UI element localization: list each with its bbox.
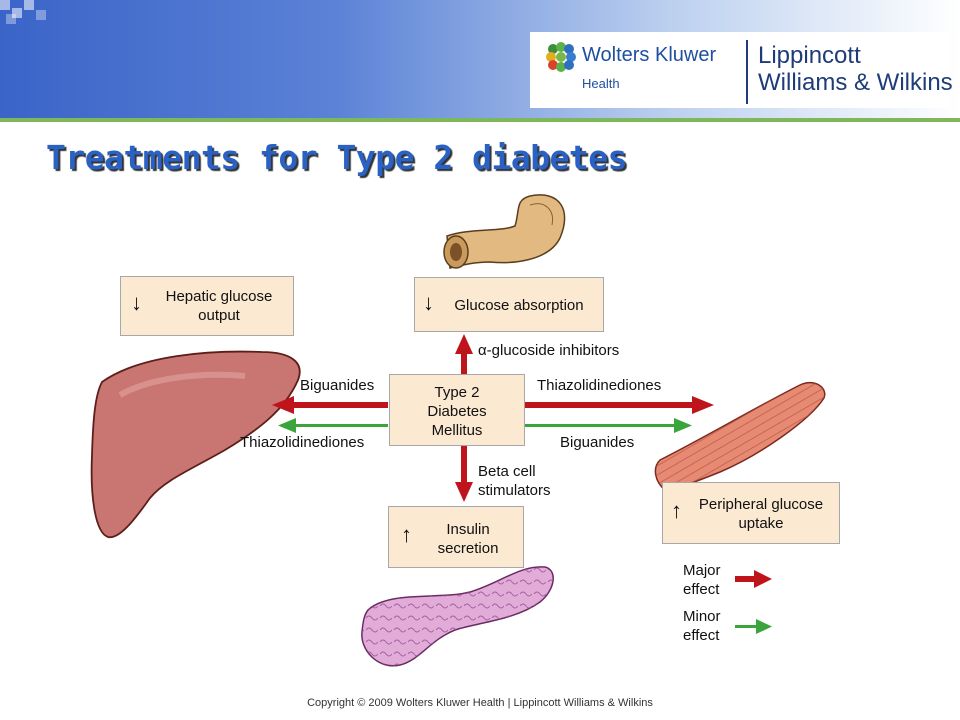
pancreas-icon [361, 566, 554, 667]
liver-icon [90, 350, 301, 538]
legend-minor-line-1: Minor [683, 608, 721, 625]
publisher-logo: Wolters Kluwer Health Lippincott William… [530, 32, 953, 108]
absorption-line-1: Glucose absorption [454, 297, 584, 314]
legend-minor-arrow [735, 619, 772, 634]
up-arrow-icon: ↑ [401, 522, 412, 547]
copyright-footer: Copyright © 2009 Wolters Kluwer Health |… [307, 697, 653, 709]
label-biguanides-right: Biguanides [560, 434, 635, 451]
arrow-up-glucose-absorption [461, 352, 467, 374]
center-diabetes-box: Type 2 Diabetes Mellitus [389, 374, 525, 446]
partner-name: Lippincott Williams & Wilkins [758, 42, 953, 96]
beta-cell-line-2: stimulators [478, 482, 551, 499]
center-line-3: Mellitus [431, 422, 483, 439]
arrow-down-insulin [461, 446, 467, 484]
wolters-kluwer-logo-icon [546, 42, 576, 72]
legend-major-line-1: Major [683, 562, 721, 579]
legend-minor-label: Minor effect [683, 607, 721, 645]
label-alpha-glucoside-inhibitors: α-glucoside inhibitors [478, 342, 620, 359]
header-divider [0, 118, 960, 122]
hepatic-glucose-box: ↓ Hepatic glucose output [120, 276, 294, 336]
label-thiazolidinediones-right: Thiazolidinediones [537, 377, 662, 394]
arrow-right-muscle-minor [525, 424, 675, 427]
legend-major-label: Major effect [683, 561, 721, 599]
up-arrow-icon: ↑ [671, 498, 682, 523]
partner-line-2: Williams & Wilkins [758, 69, 953, 96]
down-arrow-icon: ↓ [423, 290, 434, 315]
muscle-icon [654, 381, 826, 491]
arrow-left-liver-minor [295, 424, 388, 427]
peripheral-glucose-box: ↑ Peripheral glucose uptake [662, 482, 840, 544]
insulin-line-2: secretion [437, 540, 499, 557]
beta-cell-line-1: Beta cell [478, 463, 536, 480]
arrow-left-liver [292, 402, 388, 408]
hepatic-line-2: output [198, 307, 240, 324]
insulin-line-1: Insulin [446, 521, 490, 538]
logo-divider [746, 40, 748, 104]
partner-line-1: Lippincott [758, 42, 861, 69]
brand-subtitle: Health [582, 76, 620, 91]
peripheral-line-1: Peripheral glucose [698, 496, 824, 513]
down-arrow-icon: ↓ [131, 290, 142, 315]
insulin-secretion-box: ↑ Insulin secretion [388, 506, 524, 568]
label-biguanides-left: Biguanides [300, 377, 375, 394]
center-line-2: Diabetes [427, 403, 487, 420]
minor-effect-arrows [278, 418, 692, 433]
legend-minor-line-2: effect [683, 627, 720, 644]
center-line-1: Type 2 [434, 384, 480, 401]
legend-major-line-2: effect [683, 581, 720, 598]
label-thiazolidinediones-left: Thiazolidinediones [240, 434, 365, 451]
label-beta-cell-stimulators: Beta cell stimulators [478, 462, 551, 500]
slide-title: Treatments for Type 2 diabetes [46, 138, 628, 177]
hepatic-line-1: Hepatic glucose [165, 288, 273, 305]
major-effect-arrows [272, 334, 714, 502]
arrow-right-muscle [525, 402, 695, 408]
brand-name: Wolters Kluwer [582, 44, 717, 66]
intestine-icon [443, 194, 566, 269]
legend-major-arrow [735, 570, 772, 588]
peripheral-line-2: uptake [738, 515, 784, 532]
glucose-absorption-box: ↓ Glucose absorption [414, 277, 604, 332]
